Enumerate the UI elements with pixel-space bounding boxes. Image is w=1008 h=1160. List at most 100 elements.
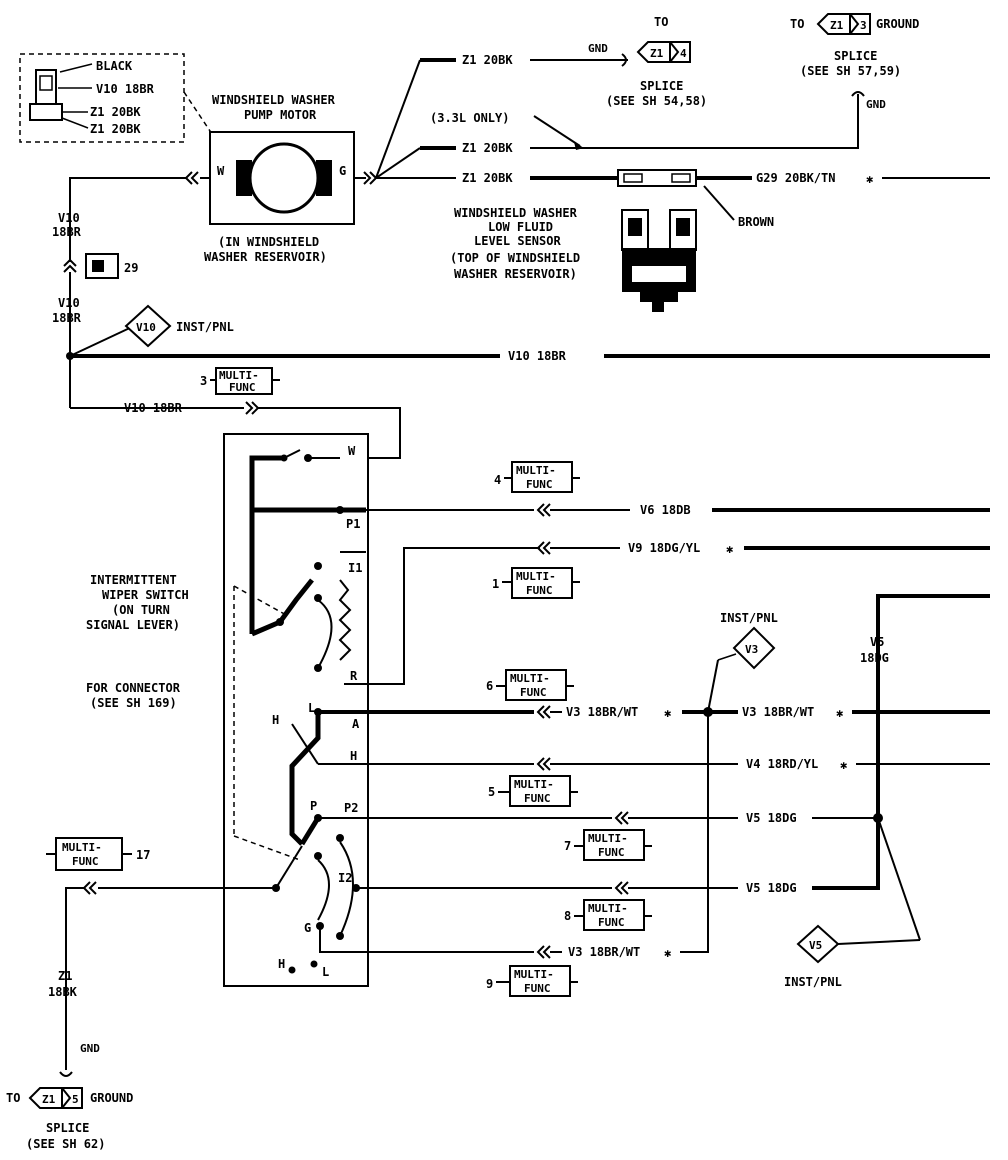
multi-func-17: MULTI- FUNC 17: [46, 837, 150, 871]
svg-text:4: 4: [680, 47, 687, 60]
pump-pin-w: W: [217, 164, 225, 178]
inst-pnl-v10: INST/PNL: [176, 320, 234, 334]
wire-g29: G29 20BK/TN: [756, 171, 835, 185]
svg-text:6: 6: [486, 679, 493, 693]
inst-pnl-v5: INST/PNL: [784, 975, 842, 989]
pin-p: P: [310, 799, 317, 813]
svg-text:8: 8: [564, 909, 571, 923]
wire-v5-a: V5 18DG: [746, 811, 797, 825]
pin-a: A: [352, 717, 360, 731]
multi-func-4: 4 MULTI- FUNC: [494, 461, 580, 493]
ground-label-top-right: GROUND: [876, 17, 919, 31]
splice-ref-top: (SEE SH 54,58): [606, 94, 707, 108]
sensor-line-2: LOW FLUID: [488, 220, 553, 234]
gnd-label-top: GND: [588, 42, 608, 55]
svg-text:7: 7: [564, 839, 571, 853]
svg-text:V5: V5: [809, 939, 822, 952]
splice-ref-top-right: (SEE SH 57,59): [800, 64, 901, 78]
pump-motor-title-2: PUMP MOTOR: [244, 108, 317, 122]
wire-v9-star: ✱: [726, 542, 733, 556]
svg-text:V10: V10: [136, 321, 156, 334]
inset-label-z1-b: Z1 20BK: [90, 122, 141, 136]
level-sensor: WINDSHIELD WASHER LOW FLUID LEVEL SENSOR…: [450, 206, 697, 312]
diamond-v3: V3: [732, 626, 776, 670]
switch-title-2: WIPER SWITCH: [102, 588, 189, 602]
switch-note-2: (SEE SH 169): [90, 696, 177, 710]
svg-text:17: 17: [136, 848, 150, 862]
wire-v5-vert-2: 18DG: [860, 651, 889, 665]
svg-text:FUNC: FUNC: [598, 846, 625, 859]
wire-v3-right: V3 18BR/WT: [742, 705, 814, 719]
svg-text:3: 3: [860, 19, 867, 32]
wire-v10-top-2: 18BR: [52, 225, 82, 239]
sensor-line-4: (TOP OF WINDSHIELD: [450, 251, 580, 265]
svg-text:MULTI-: MULTI-: [514, 968, 554, 981]
switch-note-1: FOR CONNECTOR: [86, 681, 181, 695]
splice-label-bottom: SPLICE: [46, 1121, 89, 1135]
wire-v3-bottom: V3 18BR/WT: [568, 945, 640, 959]
pin-h-top: H: [272, 713, 279, 727]
wire-v10-lower: V10 18BR: [124, 401, 183, 415]
pin-l-bot: L: [322, 965, 329, 979]
svg-text:MULTI-: MULTI-: [510, 672, 550, 685]
ground-wires-top: Z1 20BK GND TO Z1 4 SPLICE (SEE SH 54,58…: [354, 13, 990, 229]
sensor-line-5: WASHER RESERVOIR): [454, 267, 577, 281]
svg-text:Z1: Z1: [42, 1093, 56, 1106]
pin-i1: I1: [348, 561, 362, 575]
sensor-line-3: LEVEL SENSOR: [474, 234, 561, 248]
splice-diamond-z1-4: Z1 4: [636, 41, 691, 63]
inset-label-z1-a: Z1 20BK: [90, 105, 141, 119]
gnd-label-top-right: GND: [866, 98, 886, 111]
wire-v10-top: V10: [58, 211, 80, 225]
switch-title-4: SIGNAL LEVER): [86, 618, 180, 632]
to-label-bottom: TO: [6, 1091, 20, 1105]
svg-text:FUNC: FUNC: [524, 792, 551, 805]
pin-p2: P2: [344, 801, 358, 815]
multi-func-6: 6 MULTI- FUNC: [486, 669, 574, 701]
label-3-3l-only: (3.3L ONLY): [430, 111, 509, 125]
svg-text:FUNC: FUNC: [229, 381, 256, 394]
svg-text:MULTI-: MULTI-: [219, 369, 259, 382]
wire-v6: V6 18DB: [640, 503, 691, 517]
pin-g: G: [304, 921, 311, 935]
svg-text:Z1: Z1: [830, 19, 844, 32]
svg-text:FUNC: FUNC: [72, 855, 99, 868]
svg-text:5: 5: [488, 785, 495, 799]
svg-text:FUNC: FUNC: [524, 982, 551, 995]
switch-title-1: INTERMITTENT: [90, 573, 177, 587]
wire-z1-mid: Z1 20BK: [462, 141, 513, 155]
pin-l-top: L: [308, 701, 315, 715]
pin-w: W: [348, 444, 356, 458]
svg-text:MULTI-: MULTI-: [588, 902, 628, 915]
svg-text:V3: V3: [745, 643, 758, 656]
pump-location-1: (IN WINDSHIELD: [218, 235, 319, 249]
wire-v3-left: V3 18BR/WT: [566, 705, 638, 719]
wire-v3-right-star: ✱: [836, 706, 843, 720]
svg-text:MULTI-: MULTI-: [514, 778, 554, 791]
wire-v10-mid-2: 18BR: [52, 311, 82, 325]
to-label-top: TO: [654, 15, 668, 29]
switch-title-3: (ON TURN: [112, 603, 170, 617]
wire-z1-top: Z1 20BK: [462, 53, 513, 67]
wire-v10-main: V10 18BR: [508, 349, 567, 363]
wire-v9: V9 18DG/YL: [628, 541, 700, 555]
svg-text:FUNC: FUNC: [520, 686, 547, 699]
svg-text:1: 1: [492, 577, 499, 591]
svg-text:MULTI-: MULTI-: [588, 832, 628, 845]
gnd-label-bottom: GND: [80, 1042, 100, 1055]
wire-g29-star: ✱: [866, 172, 873, 186]
right-wires: V6 18DB 4 MULTI- FUNC V9 18DG/YL ✱ 1 MUL…: [319, 461, 990, 997]
svg-text:FUNC: FUNC: [526, 478, 553, 491]
svg-text:9: 9: [486, 977, 493, 991]
inst-pnl-v3: INST/PNL: [720, 611, 778, 625]
pin-h-bot: H: [278, 957, 285, 971]
svg-text:4: 4: [494, 473, 501, 487]
label-brown: BROWN: [738, 215, 774, 229]
wire-v10-mid: V10: [58, 296, 80, 310]
svg-text:MULTI-: MULTI-: [516, 464, 556, 477]
wire-z1-low: Z1 20BK: [462, 171, 513, 185]
svg-text:Z1: Z1: [650, 47, 664, 60]
splice-ref-bottom: (SEE SH 62): [26, 1137, 105, 1151]
pump-location-2: WASHER RESERVOIR): [204, 250, 327, 264]
